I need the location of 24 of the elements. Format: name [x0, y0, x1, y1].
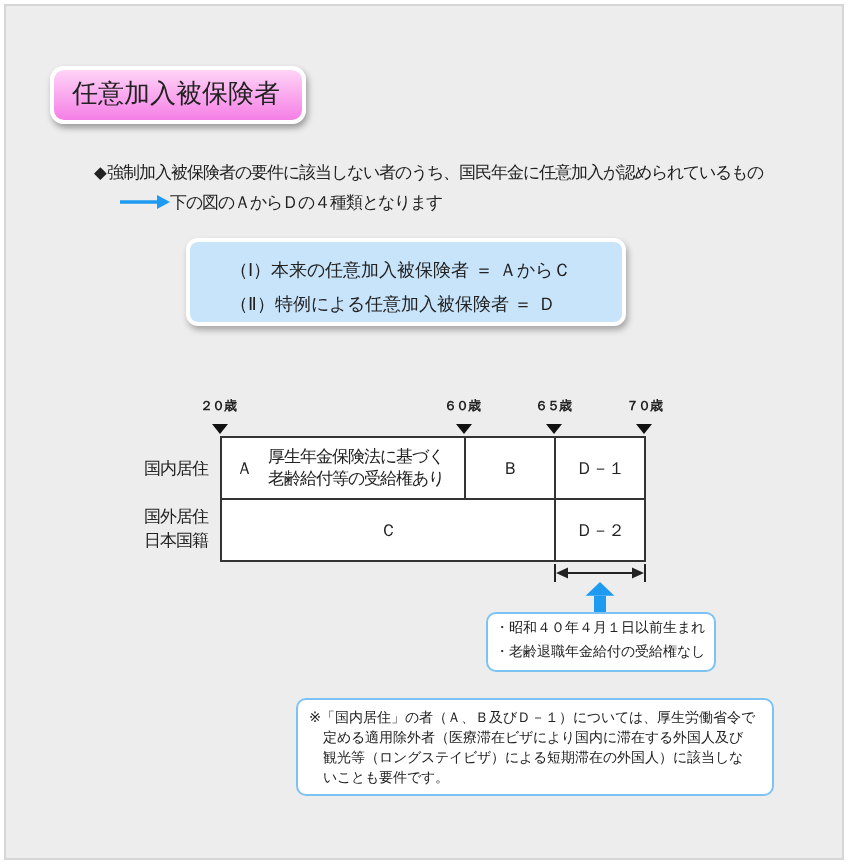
row-header: 国内居住	[144, 458, 208, 478]
period-letter: Ｄ－２	[576, 519, 624, 541]
period-letter: Ａ	[236, 457, 252, 479]
block-arrow	[585, 582, 615, 612]
period-letter: Ｃ	[380, 519, 396, 541]
condition-text: 厚生年金保険法に基づく老齢給付等の受給権あり	[265, 446, 446, 490]
period-cell	[554, 436, 646, 500]
period-letter: Ｂ	[502, 457, 518, 479]
period-cell	[464, 436, 556, 500]
definition-line: （Ⅱ）特例による任意加入被保険者 ＝ Ｄ	[230, 293, 557, 319]
dimension-line	[554, 564, 646, 582]
definition-line: （Ⅰ）本来の任意加入被保険者 ＝ ＡからＣ	[230, 259, 571, 285]
period-cell	[220, 498, 556, 562]
result-text: 下の図のＡからＤの４種類となります	[170, 190, 442, 214]
period-cell	[554, 498, 646, 562]
period-letter: Ｄ－１	[576, 457, 624, 479]
period-cell	[220, 436, 466, 500]
row-header: 国外居住日本国籍	[144, 504, 211, 552]
note-panel	[296, 698, 774, 796]
page-title: 任意加入被保険者	[50, 66, 306, 124]
intro-text: ◆強制加入被保険者の要件に該当しない者のうち、国民年金に任意加入が認められているもの	[94, 162, 763, 182]
condition-callout	[486, 612, 716, 672]
definition-panel	[186, 238, 626, 326]
arrow	[120, 195, 170, 209]
